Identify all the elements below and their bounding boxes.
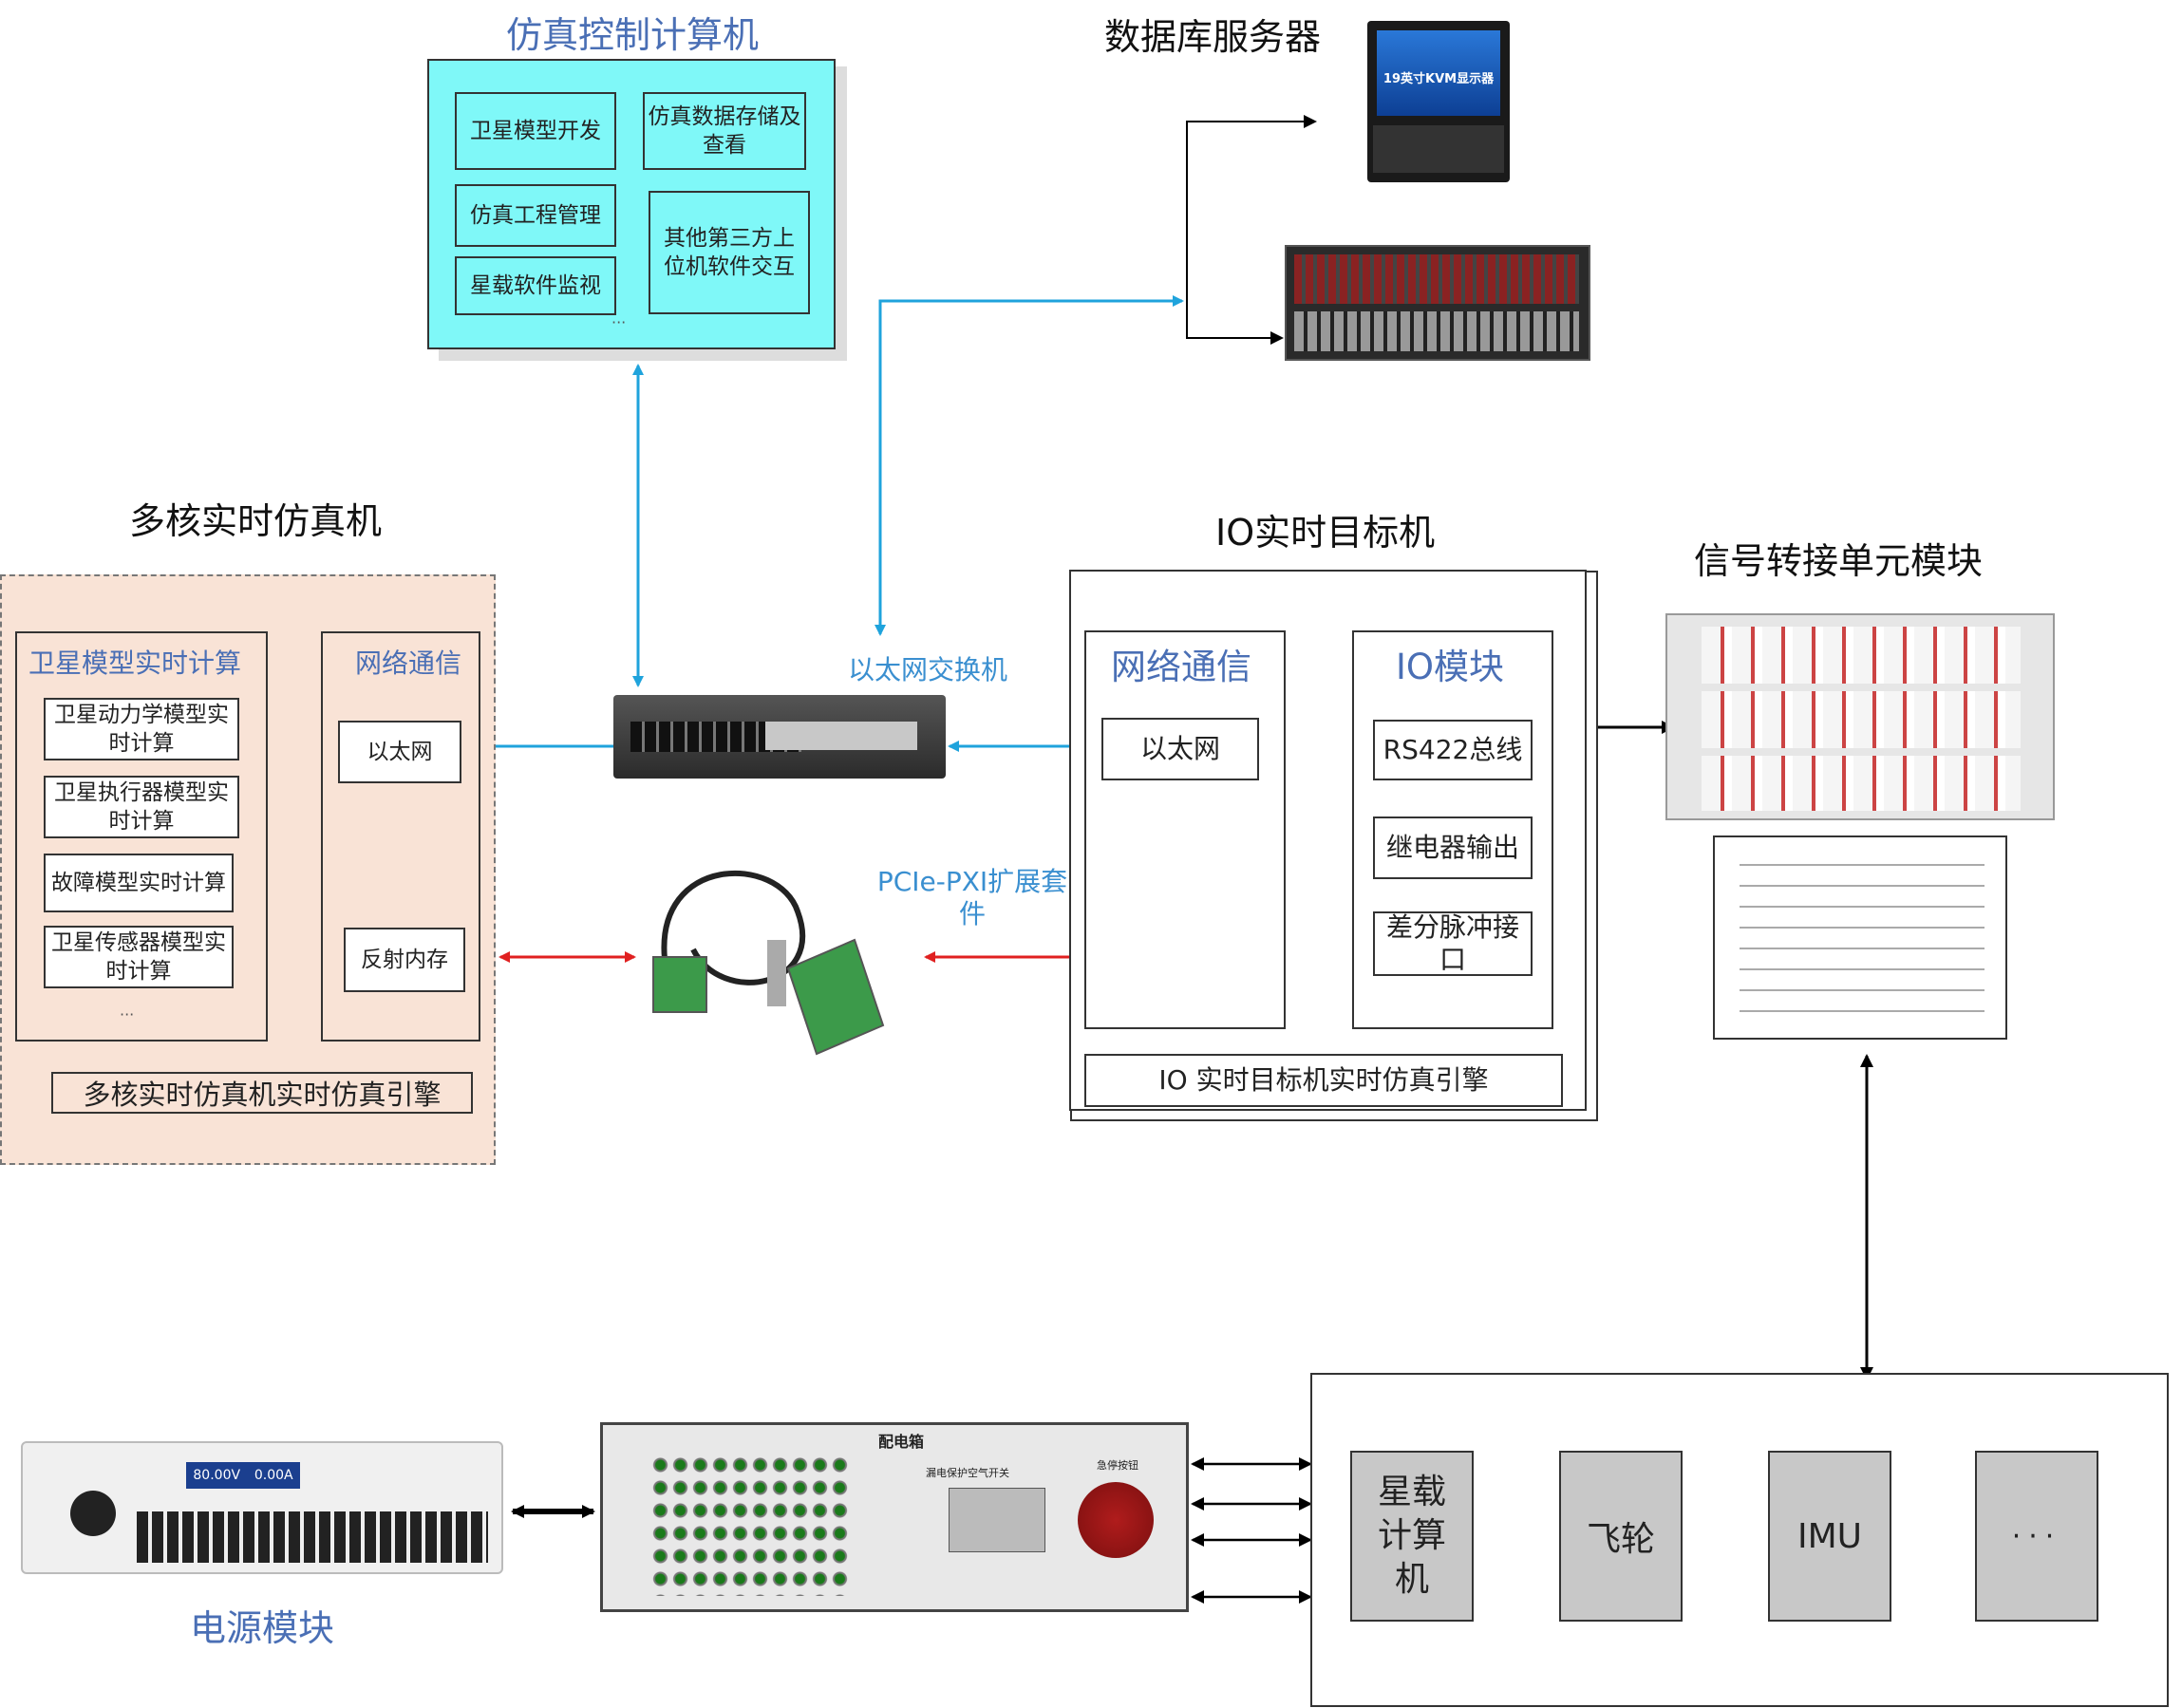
control-pc-box: 卫星模型开发 仿真数据存储及查看 仿真工程管理 其他第三方上位机软件交互 星载软…	[427, 59, 836, 349]
multicore-right-panel: 网络通信 以太网 反射内存	[321, 631, 480, 1042]
kvm-keyboard	[1373, 125, 1504, 173]
equipment-more: ···	[1975, 1451, 2098, 1622]
pdu-estop-label: 急停按钮	[1097, 1459, 1138, 1472]
signal-terminals-row1	[1702, 627, 2021, 684]
io-module-header: IO模块	[1396, 647, 1505, 687]
switch-label: 以太网交换机	[848, 654, 1008, 685]
equipment-flywheel: 飞轮	[1559, 1451, 1683, 1622]
pcie-label: PCIe-PXI扩展套件	[876, 866, 1068, 929]
power-voltage: 80.00V	[193, 1468, 241, 1483]
io-item-rs422: RS422总线	[1373, 720, 1533, 780]
pdu-terminals	[650, 1454, 850, 1596]
equipment-box: 星载计算机 飞轮 IMU ···	[1310, 1373, 2169, 1707]
server-drives-top	[1294, 254, 1579, 304]
control-ellipsis: ···	[611, 313, 627, 331]
pdu-image: 配电箱 漏电保护空气开关 急停按钮	[600, 1422, 1189, 1612]
server-image	[1285, 245, 1590, 361]
multicore-item-sensor: 卫星传感器模型实时计算	[44, 926, 234, 988]
multicore-left-panel: 卫星模型实时计算 卫星动力学模型实时计算 卫星执行器模型实时计算 故障模型实时计…	[15, 631, 268, 1042]
io-target-title: IO实时目标机	[1215, 512, 1436, 554]
pdu-title: 配电箱	[878, 1433, 925, 1451]
multicore-box: 卫星模型实时计算 卫星动力学模型实时计算 卫星执行器模型实时计算 故障模型实时计…	[0, 574, 496, 1165]
signal-terminals-row2	[1702, 691, 2021, 748]
switch-image	[613, 695, 946, 779]
control-pc-title: 仿真控制计算机	[506, 14, 760, 56]
server-drives-bottom	[1294, 311, 1579, 351]
control-item-third-party: 其他第三方上位机软件交互	[649, 191, 810, 314]
signal-unit-back-image	[1713, 835, 2007, 1040]
multicore-ellipsis: ···	[120, 1005, 135, 1023]
multicore-item-dynamics: 卫星动力学模型实时计算	[44, 698, 239, 760]
equipment-onboard-computer: 星载计算机	[1350, 1451, 1474, 1622]
power-current: 0.00A	[254, 1468, 293, 1483]
arrow-switch-db	[875, 295, 1184, 636]
signal-terminals-row3	[1702, 756, 2021, 811]
multicore-item-actuator: 卫星执行器模型实时计算	[44, 776, 239, 838]
kvm-monitor-image: 19英寸KVM显示器	[1367, 21, 1510, 182]
switch-panel	[765, 722, 917, 750]
power-display: 80.00V 0.00A	[186, 1462, 300, 1489]
equipment-imu: IMU	[1768, 1451, 1891, 1622]
io-net-panel: 网络通信 以太网	[1084, 630, 1286, 1029]
io-item-relay: 继电器输出	[1373, 816, 1533, 879]
io-ethernet: 以太网	[1101, 718, 1259, 780]
multicore-right-header: 网络通信	[355, 648, 462, 679]
power-knob	[70, 1491, 116, 1536]
control-item-model-dev: 卫星模型开发	[455, 92, 616, 170]
io-engine: IO 实时目标机实时仿真引擎	[1084, 1054, 1563, 1107]
signal-unit-panel-image	[1665, 613, 2055, 820]
io-target-box: 网络通信 以太网 IO模块 RS422总线 继电器输出 差分脉冲接口 IO 实时…	[1069, 570, 1587, 1111]
multicore-engine: 多核实时仿真机实时仿真引擎	[51, 1072, 473, 1114]
control-item-data-storage: 仿真数据存储及查看	[643, 92, 806, 170]
power-vents	[137, 1511, 488, 1563]
db-server-title: 数据库服务器	[1104, 16, 1322, 58]
multicore-ethernet: 以太网	[338, 721, 461, 783]
pdu-estop-button	[1078, 1482, 1154, 1558]
pdu-breaker	[949, 1488, 1045, 1552]
io-item-diff-pulse: 差分脉冲接口	[1373, 911, 1533, 976]
power-supply-image: 80.00V 0.00A	[21, 1441, 503, 1574]
bracket-db	[1186, 115, 1317, 345]
multicore-title: 多核实时仿真机	[129, 500, 383, 542]
io-module-panel: IO模块 RS422总线 继电器输出 差分脉冲接口	[1352, 630, 1553, 1029]
kvm-screen: 19英寸KVM显示器	[1377, 30, 1500, 116]
pdu-breaker-label: 漏电保护空气开关	[926, 1467, 1009, 1479]
multicore-left-header: 卫星模型实时计算	[28, 648, 242, 679]
power-label: 电源模块	[190, 1607, 335, 1649]
multicore-reflective-memory: 反射内存	[344, 928, 465, 992]
multicore-item-fault: 故障模型实时计算	[44, 854, 234, 912]
control-item-project-mgmt: 仿真工程管理	[455, 184, 616, 247]
signal-unit-title: 信号转接单元模块	[1694, 540, 1984, 582]
io-net-header: 网络通信	[1111, 647, 1251, 687]
signal-connectors	[1740, 851, 1984, 1027]
control-item-software-monitor: 星载软件监视	[455, 256, 616, 315]
